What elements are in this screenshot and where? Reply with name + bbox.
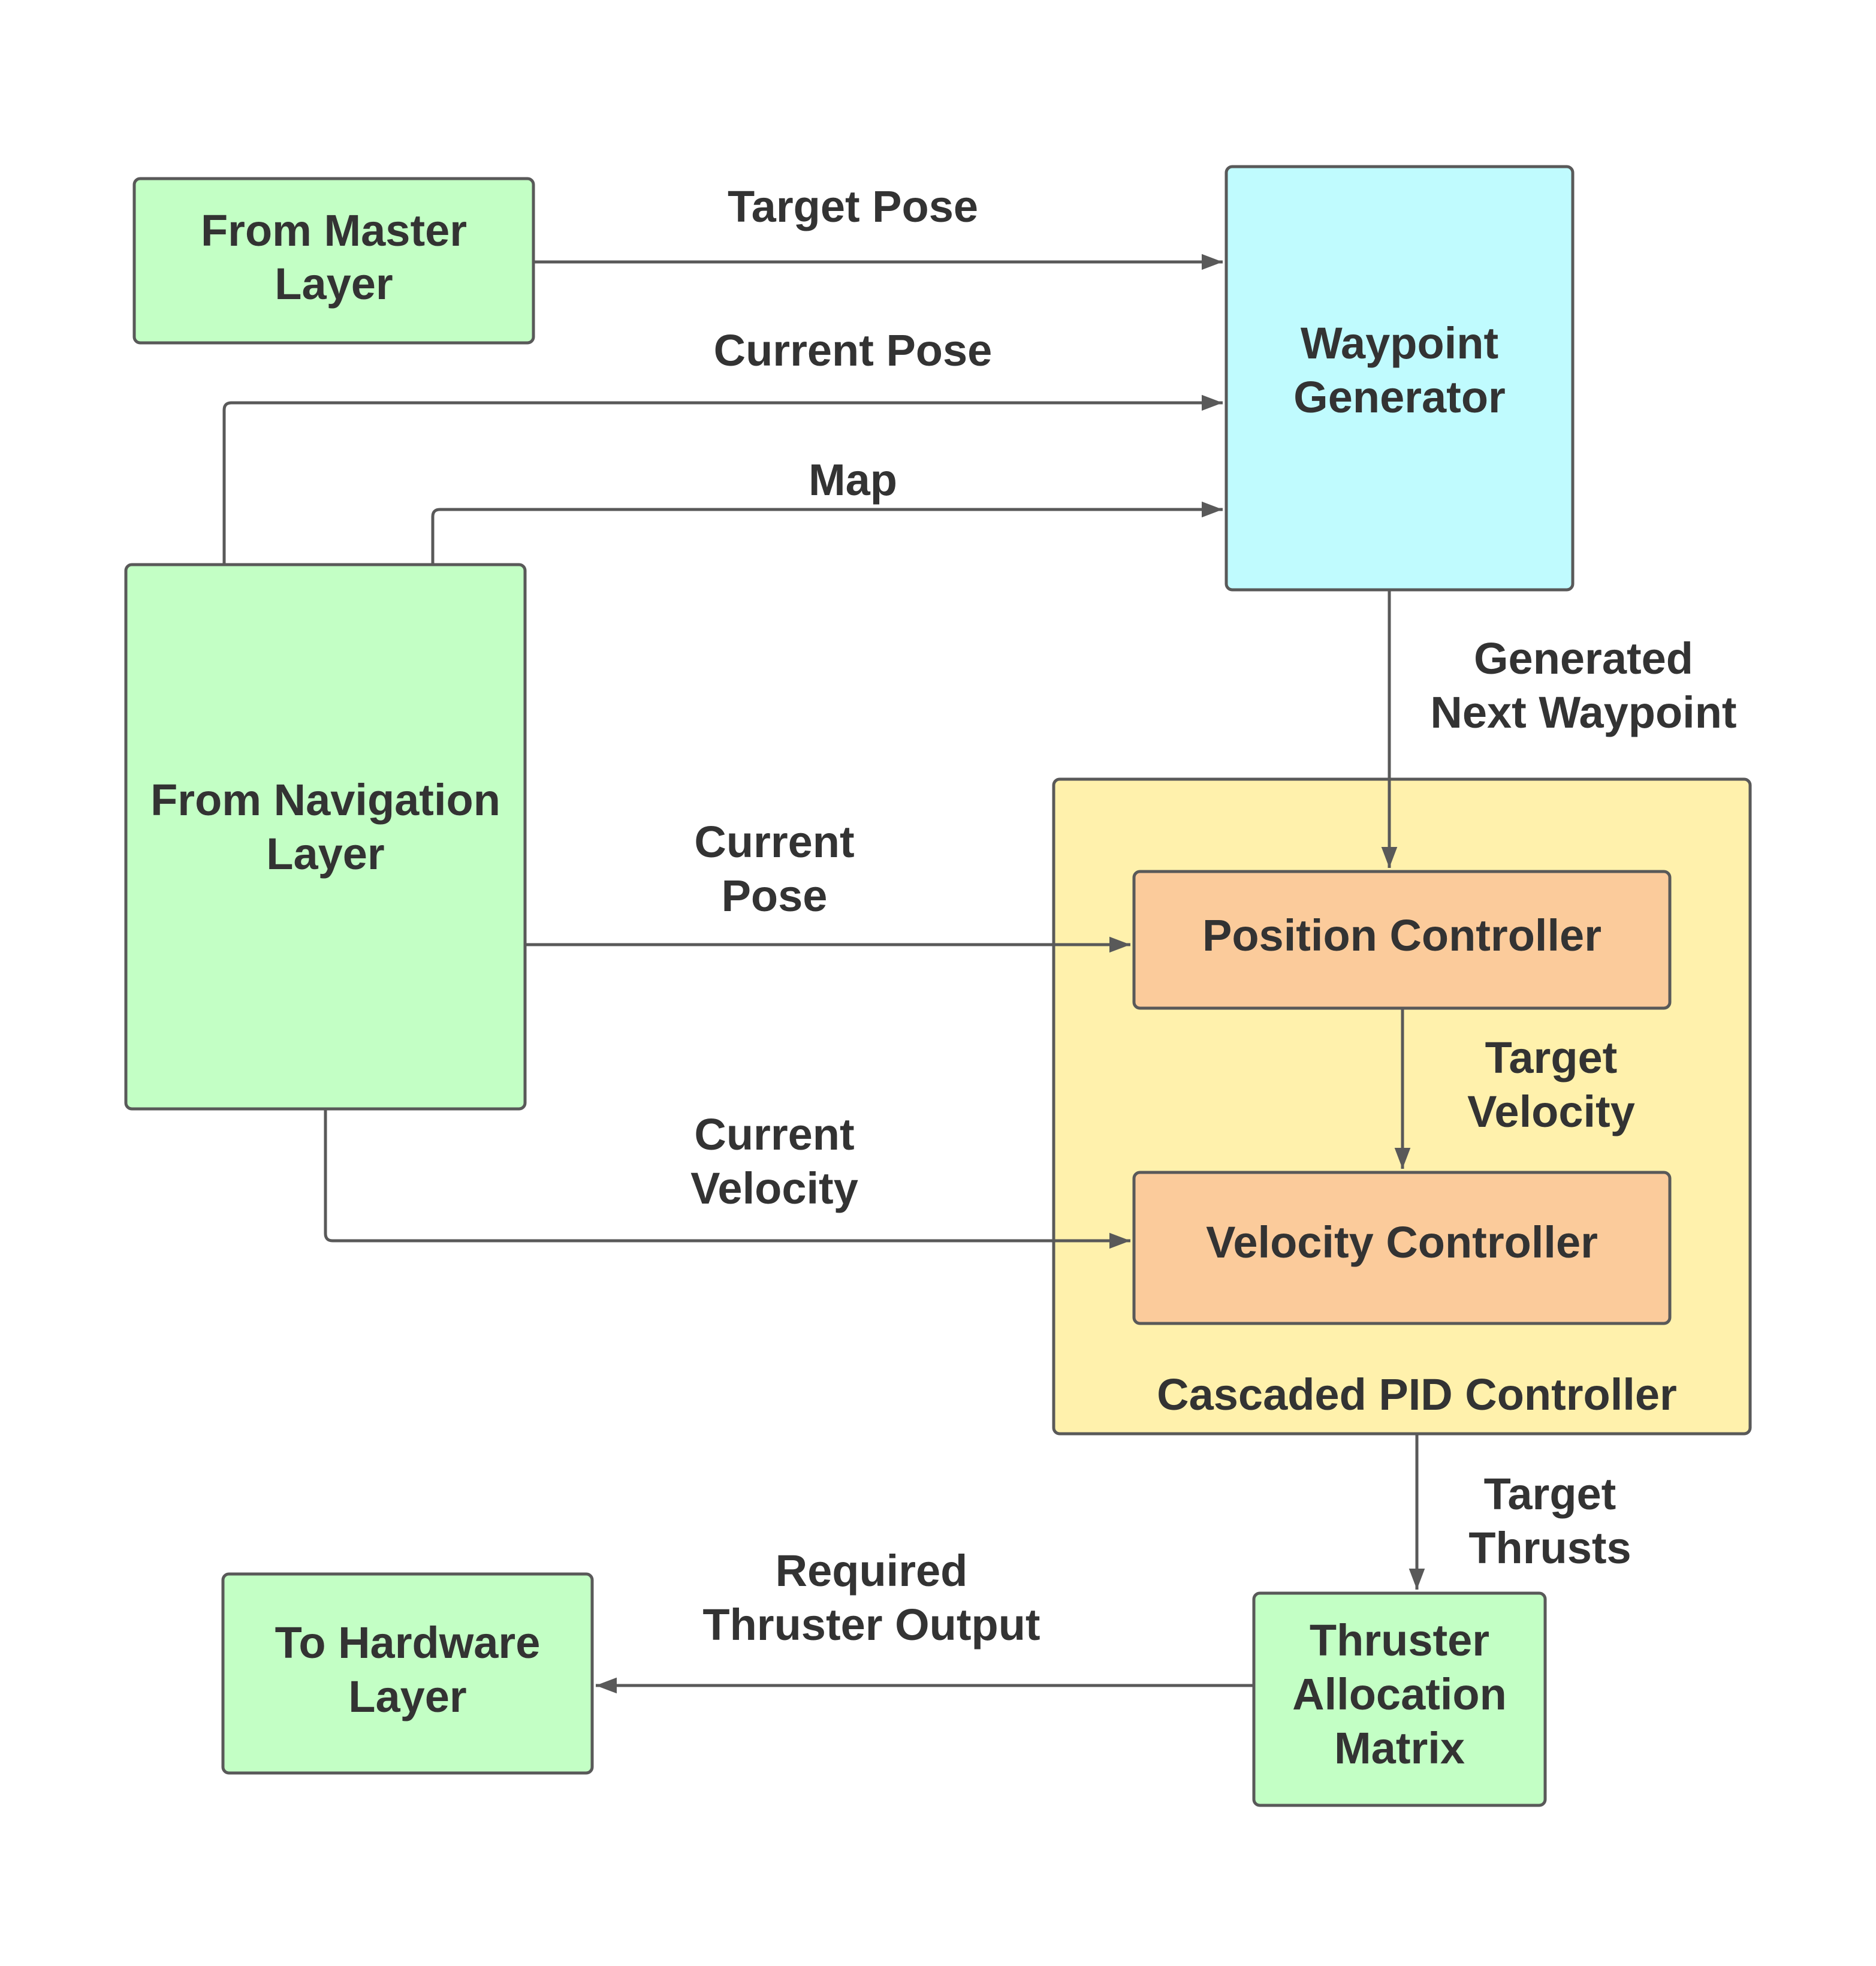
to-hardware-layer-label-line1: To Hardware	[275, 1618, 541, 1668]
waypoint-generator-label-line1: Waypoint	[1301, 318, 1498, 368]
next-waypoint-label-line2: Next Waypoint	[1430, 688, 1736, 737]
velocity-controller-node: Velocity Controller	[1132, 1171, 1672, 1325]
from-master-layer-node: From Master Layer	[132, 177, 535, 345]
thruster-allocation-matrix-label-line2: Allocation	[1292, 1669, 1507, 1719]
current-pose-top-label: Current Pose	[714, 325, 993, 375]
to-hardware-layer-box	[221, 1572, 594, 1775]
thruster-output-label-line2: Thruster Output	[702, 1600, 1040, 1650]
position-controller-node: Position Controller	[1132, 870, 1672, 1010]
thruster-allocation-matrix-box	[1252, 1591, 1547, 1807]
cascaded-pid-controller-label: Cascaded PID Controller	[1157, 1370, 1677, 1419]
thruster-output-label-line1: Required	[776, 1546, 968, 1596]
current-pose-mid-label-line1: Current	[694, 817, 854, 867]
from-master-layer-label-line2: Layer	[275, 259, 393, 309]
map-label: Map	[809, 455, 897, 505]
waypoint-generator-node: Waypoint Generator	[1224, 165, 1575, 592]
thruster-allocation-matrix-label-line1: Thruster	[1310, 1615, 1489, 1665]
target-thrusts-label-line1: Target	[1484, 1469, 1616, 1519]
map-arrow	[431, 501, 1223, 565]
target-velocity-label-line2: Velocity	[1467, 1087, 1635, 1136]
from-navigation-layer-node: From Navigation Layer	[124, 563, 527, 1111]
current-pose-mid-label-line2: Pose	[722, 871, 828, 921]
to-hardware-layer-node: To Hardware Layer	[221, 1572, 594, 1775]
from-navigation-layer-label-line2: Layer	[266, 829, 384, 879]
target-thrusts-label-line2: Thrusts	[1468, 1523, 1631, 1573]
current-velocity-label-line2: Velocity	[690, 1163, 858, 1213]
thruster-allocation-matrix-label-line3: Matrix	[1334, 1723, 1465, 1773]
waypoint-generator-label-line2: Generator	[1293, 372, 1506, 422]
thruster-allocation-matrix-node: Thruster Allocation Matrix	[1252, 1591, 1547, 1807]
target-pose-label: Target Pose	[728, 182, 978, 231]
position-controller-label: Position Controller	[1202, 910, 1601, 960]
from-navigation-layer-label-line1: From Navigation	[150, 775, 500, 825]
current-velocity-label-line1: Current	[694, 1109, 854, 1159]
waypoint-generator-box	[1224, 165, 1575, 592]
target-velocity-label-line1: Target	[1485, 1033, 1618, 1082]
next-waypoint-label-line1: Generated	[1474, 634, 1693, 683]
from-master-layer-label-line1: From Master	[201, 206, 467, 255]
to-hardware-layer-label-line2: Layer	[348, 1672, 466, 1721]
velocity-controller-box	[1132, 1171, 1672, 1325]
current-pose-top-arrow	[222, 394, 1223, 565]
current-velocity-arrow	[324, 1109, 1130, 1249]
velocity-controller-label: Velocity Controller	[1206, 1217, 1598, 1267]
